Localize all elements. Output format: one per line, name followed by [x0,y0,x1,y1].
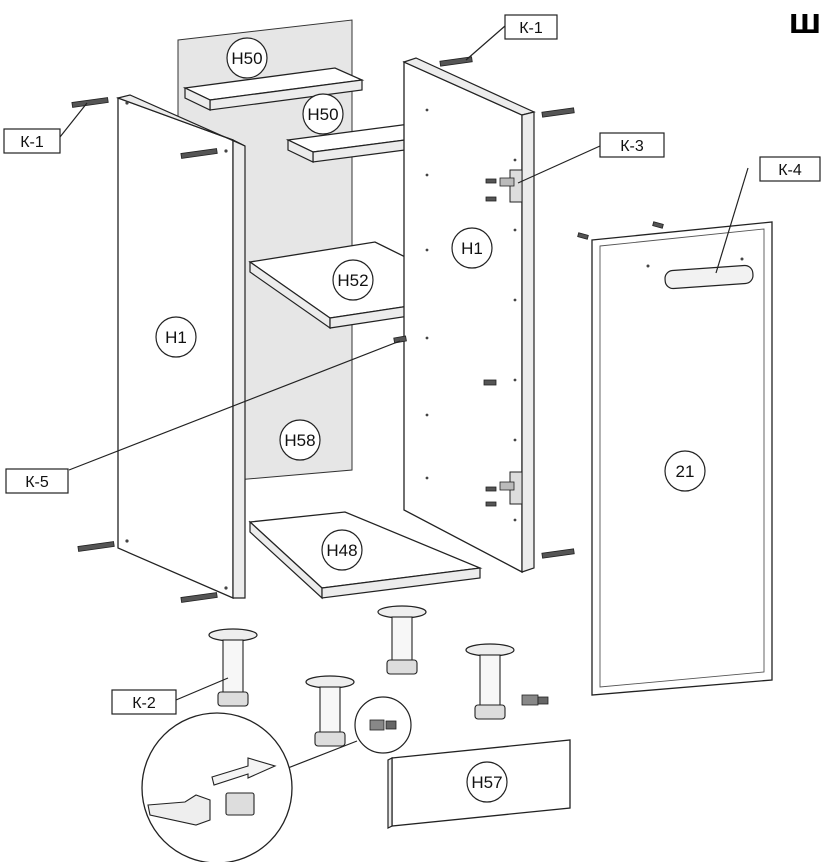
svg-text:H1: H1 [461,239,483,258]
svg-text:К-3: К-3 [620,138,644,155]
leg-1 [208,628,258,707]
leg-4 [305,675,355,747]
svg-text:H50: H50 [307,105,338,124]
part-label-h57: H57 [466,761,508,803]
leader-lines [59,25,749,701]
svg-text:К-1: К-1 [519,20,543,37]
shelf-pin-k5 [393,335,407,344]
hardware-label-k3: К-3 [599,132,665,158]
svg-text:H58: H58 [284,431,315,450]
part-label-h58: H58 [279,419,321,461]
svg-text:К-4: К-4 [778,162,802,179]
side-panel-h1-right [402,57,536,574]
corner-letter: Ш [788,10,821,40]
part-label-h52: H52 [332,259,374,301]
svg-text:К-1: К-1 [20,134,44,151]
svg-text:H1: H1 [165,328,187,347]
svg-text:К-5: К-5 [25,474,49,491]
svg-text:21: 21 [676,462,695,481]
part-label-h1-left: H1 [155,316,197,358]
hardware-label-k4: К-4 [759,156,821,182]
hardware-label-k5: К-5 [5,468,69,494]
part-label-door-21: 21 [664,450,706,492]
svg-text:H57: H57 [471,773,502,792]
bottom-panel-h48 [248,511,483,600]
part-label-h50-mid: H50 [302,93,344,135]
part-label-h48: H48 [321,529,363,571]
svg-text:К-2: К-2 [132,695,156,712]
hardware-label-k2: К-2 [111,689,177,715]
leg-2 [377,605,427,675]
clip-detail-callout [141,696,412,862]
leg-3 [465,643,515,720]
screws-k1 [71,56,664,603]
svg-text:H48: H48 [326,541,357,560]
part-label-h50-top: H50 [226,37,268,79]
adjustable-legs-k2 [208,605,549,747]
svg-text:H50: H50 [231,49,262,68]
svg-text:H52: H52 [337,271,368,290]
part-label-h1-right: H1 [451,227,493,269]
hardware-label-k1-left: К-1 [3,128,61,154]
shelf-h50-top [182,67,365,111]
hardware-label-k1-top: К-1 [504,14,558,40]
